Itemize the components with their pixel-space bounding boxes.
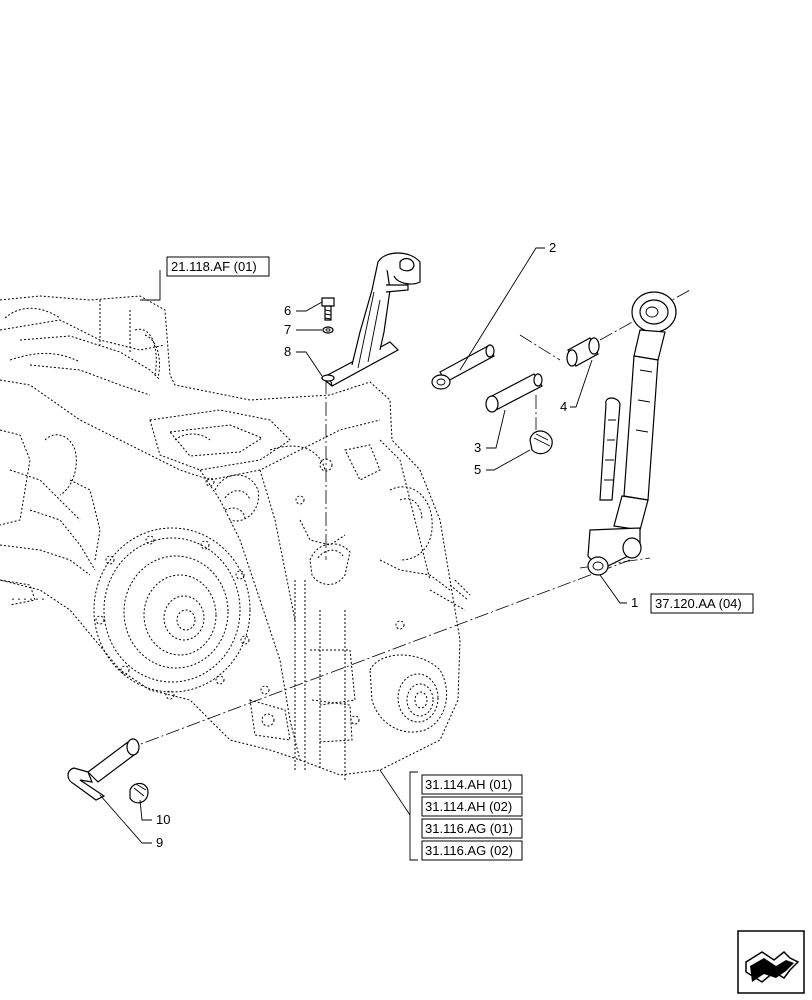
ref-box-31-116-ag-01[interactable]: 31.116.AG (01) <box>421 818 523 839</box>
ref-box-21-118-af[interactable]: 21.118.AF (01) <box>166 256 270 277</box>
ref-31-114-ah-01[interactable]: 31.114.AH (01) <box>425 777 512 792</box>
ref-box-31-114-ah-02[interactable]: 31.114.AH (02) <box>421 796 523 817</box>
callout-9[interactable]: 9 <box>156 835 163 850</box>
ref-37-120-aa[interactable]: 37.120.AA (04) <box>655 596 742 611</box>
ref-box-31-116-ag-02[interactable]: 31.116.AG (02) <box>421 840 523 861</box>
ref-box-37-120-aa[interactable]: 37.120.AA (04) <box>650 593 754 614</box>
callout-8[interactable]: 8 <box>284 344 291 359</box>
callout-10[interactable]: 10 <box>156 812 170 827</box>
part-5-lynch-pin[interactable] <box>529 430 553 455</box>
callout-2[interactable]: 2 <box>549 240 556 255</box>
callout-numbers: 2 6 7 8 4 3 5 1 10 9 <box>156 240 638 850</box>
part-8-bracket[interactable] <box>320 252 421 387</box>
part-9-l-pin[interactable] <box>67 738 140 801</box>
part-1-top-link[interactable] <box>587 291 677 576</box>
reference-labels: 21.118.AF (01) 37.120.AA (04) 31.114.AH … <box>166 256 754 861</box>
ref-31-116-ag-01[interactable]: 31.116.AG (01) <box>425 821 513 836</box>
part-3-pin[interactable] <box>485 373 543 413</box>
part-7-washer[interactable] <box>322 326 334 334</box>
callout-4[interactable]: 4 <box>560 399 567 414</box>
part-10-clip[interactable] <box>129 782 149 804</box>
part-4-bushing[interactable] <box>566 337 600 367</box>
callout-1[interactable]: 1 <box>631 595 638 610</box>
callout-5[interactable]: 5 <box>474 462 481 477</box>
ref-box-31-114-ah-01[interactable]: 31.114.AH (01) <box>421 774 523 795</box>
svg-text:......: ...... <box>10 593 46 604</box>
callout-6[interactable]: 6 <box>284 303 291 318</box>
callout-7[interactable]: 7 <box>284 322 291 337</box>
callout-3[interactable]: 3 <box>474 440 481 455</box>
part-6-bolt[interactable] <box>321 297 335 321</box>
ref-31-114-ah-02[interactable]: 31.114.AH (02) <box>425 799 512 814</box>
part-2-pin[interactable] <box>431 344 495 390</box>
next-page-arrow-icon[interactable] <box>737 930 805 994</box>
transmission-housing: ...... <box>0 295 471 780</box>
center-lines <box>124 289 691 751</box>
leader-lines <box>99 247 627 861</box>
ref-21-118-af[interactable]: 21.118.AF (01) <box>171 259 257 274</box>
ref-31-116-ag-02[interactable]: 31.116.AG (02) <box>425 843 513 858</box>
